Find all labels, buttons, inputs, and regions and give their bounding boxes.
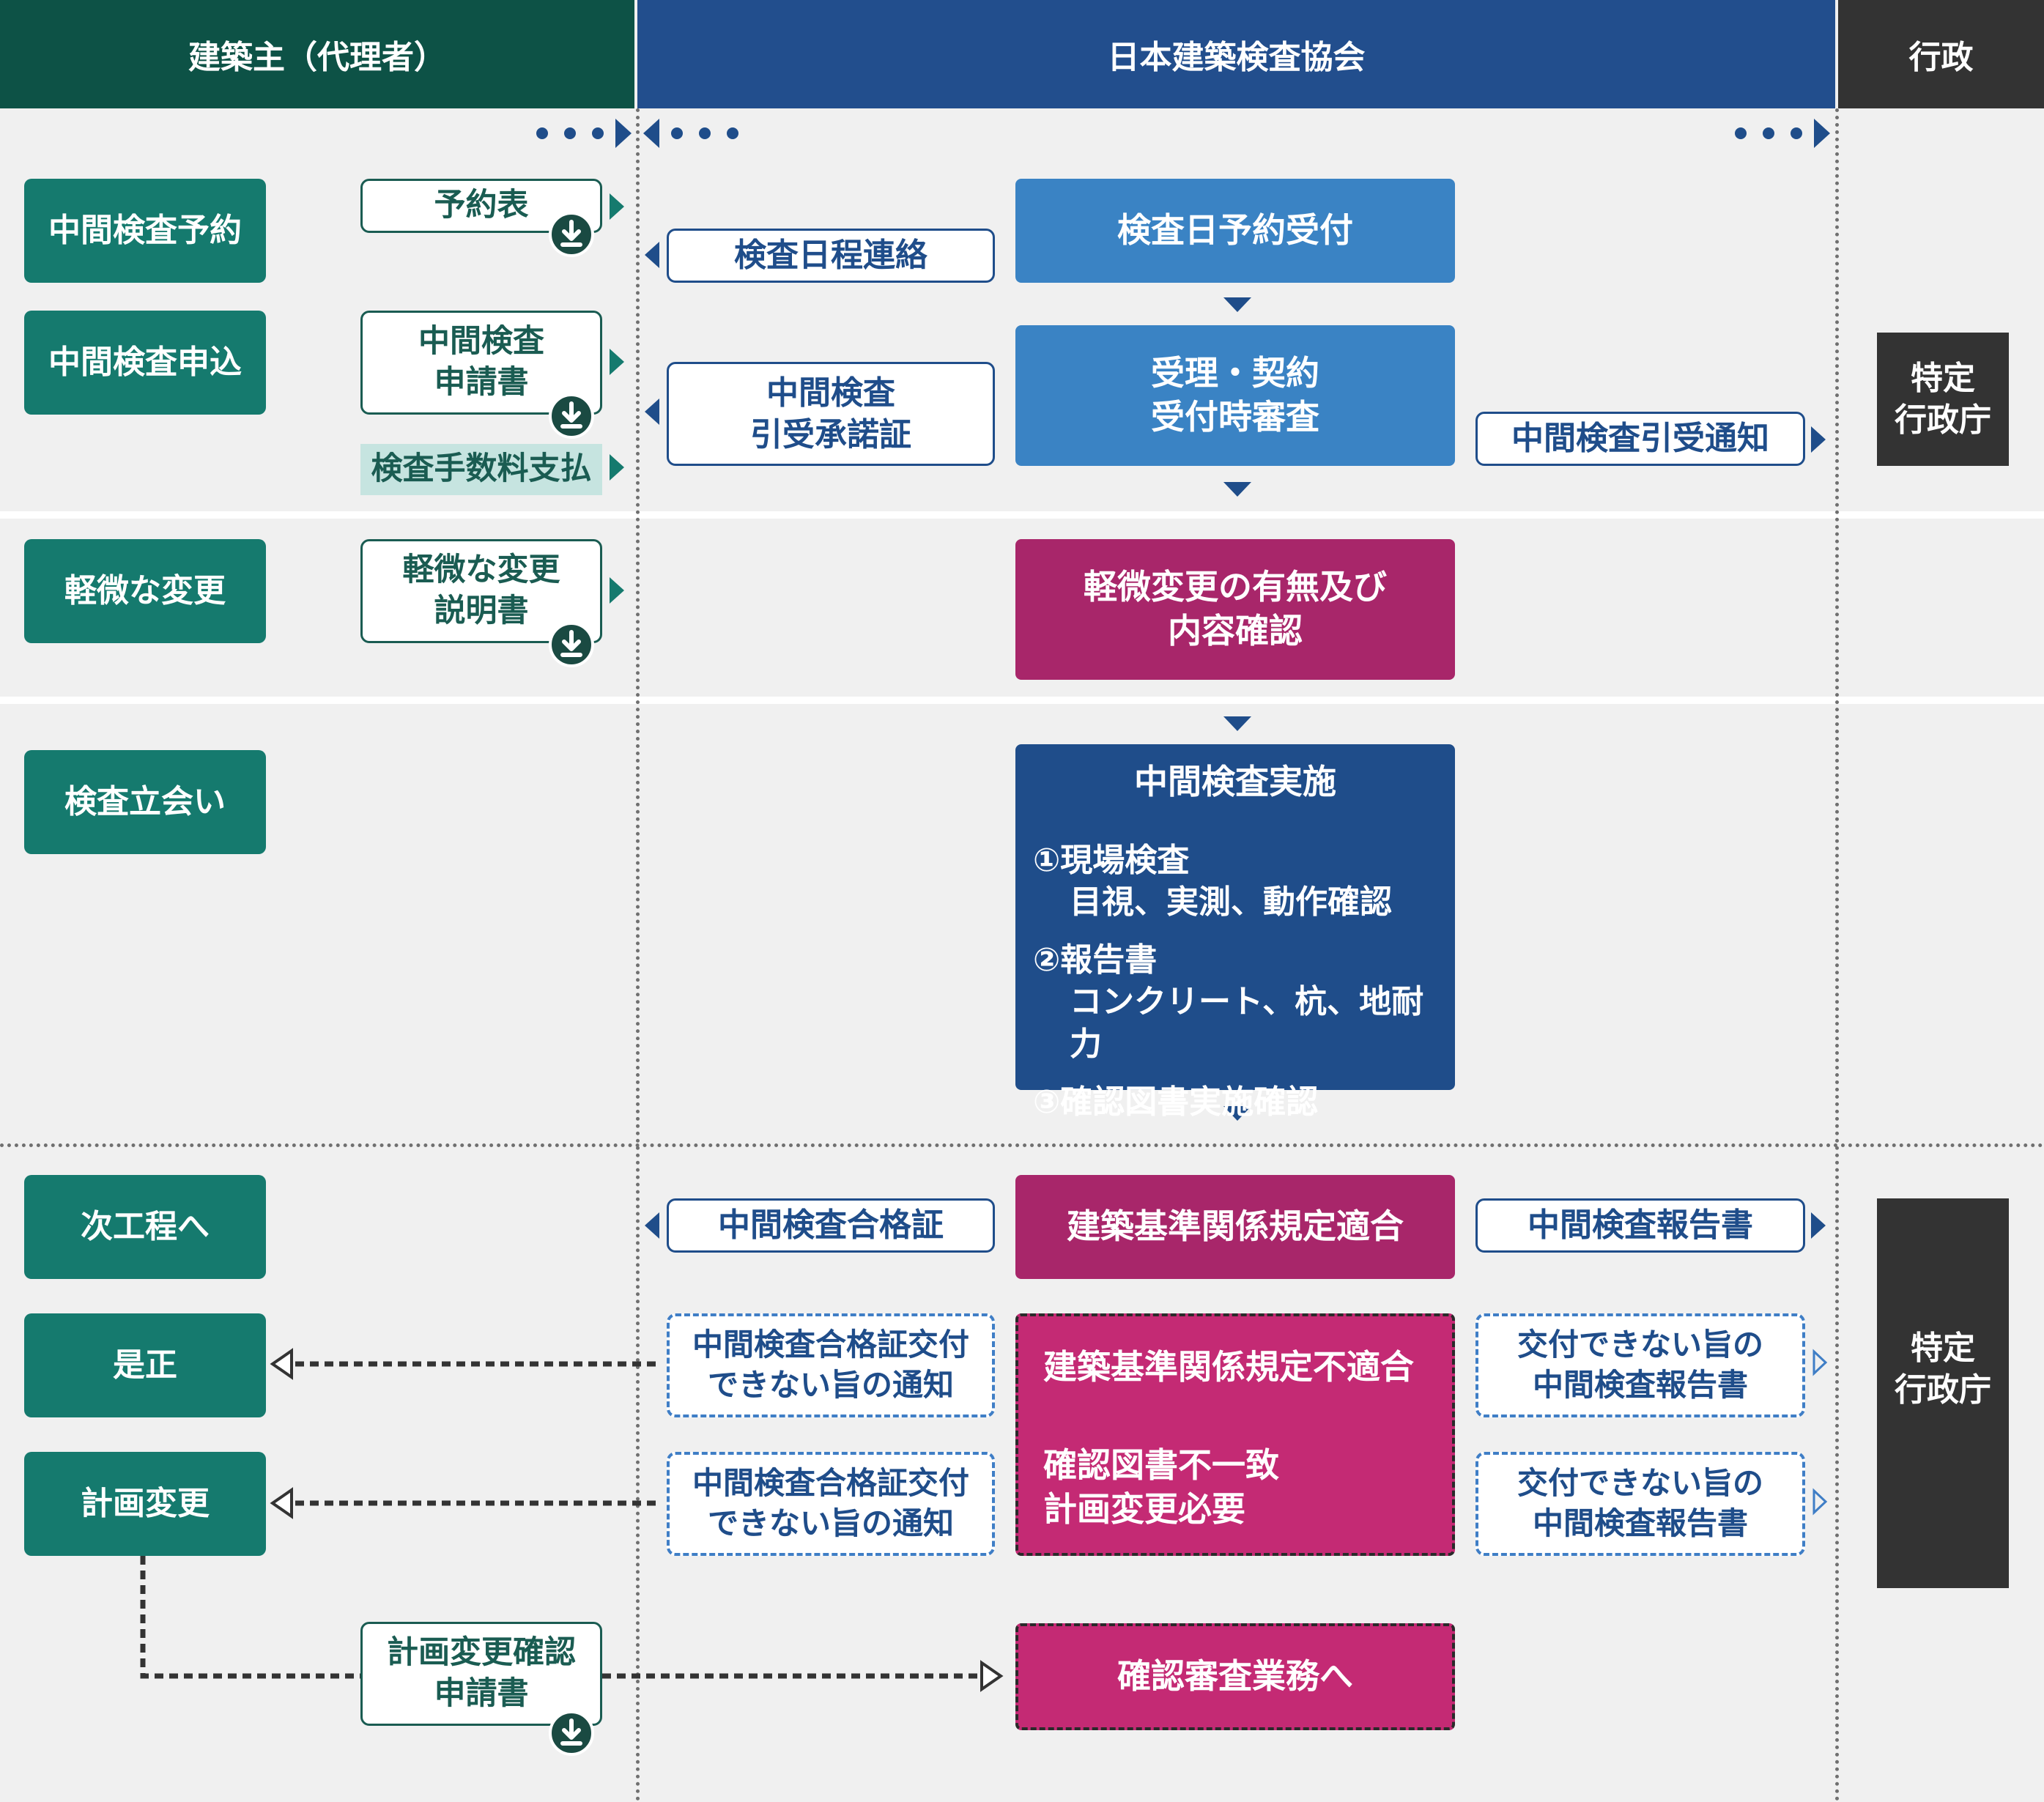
doc-cannot-issue-report-line2: 中間検査報告書	[1532, 1367, 1748, 1403]
doc-minor-change-line2: 説明書	[434, 593, 529, 629]
process-nonconform: 建築基準関係規定不適合 確認図書不一致 計画変更必要	[1015, 1313, 1455, 1556]
actor-correction[interactable]: 是正	[24, 1313, 266, 1417]
actor-reserve[interactable]: 中間検査予約	[24, 179, 266, 283]
doc-cannot-issue-report[interactable]: 交付できない旨の 中間検査報告書	[1475, 1452, 1805, 1556]
process-minor-change-check: 軽微変更の有無及び 内容確認	[1015, 539, 1455, 680]
doc-acceptance-notice[interactable]: 中間検査引受通知	[1475, 412, 1805, 466]
process-item: ③確認図書実施確認	[1033, 1081, 1318, 1123]
process-accept-line2: 受付時審査	[1151, 397, 1319, 437]
doc-plan-change[interactable]: 計画変更確認 申請書	[360, 1622, 602, 1726]
process-minor-check-line1: 軽微変更の有無及び	[1084, 567, 1387, 607]
government-agency-line2: 行政庁	[1895, 401, 1991, 439]
header-association: 日本建築検査協会	[637, 0, 1835, 108]
process-minor-check-line2: 内容確認	[1168, 611, 1303, 650]
process-accept-contract: 受理・契約 受付時審査	[1015, 325, 1455, 466]
header-government: 行政	[1838, 0, 2044, 108]
download-icon[interactable]	[548, 621, 595, 668]
doc-cannot-issue-line1: 中間検査合格証交付	[692, 1465, 969, 1502]
doc-cannot-issue-line1: 中間検査合格証交付	[692, 1327, 969, 1363]
doc-cannot-issue-line2: できない旨の通知	[707, 1367, 954, 1403]
government-agency-line1: 特定	[1911, 1330, 1975, 1367]
doc-reservation-form-label: 予約表	[434, 187, 529, 224]
doc-cannot-issue-report[interactable]: 交付できない旨の 中間検査報告書	[1475, 1313, 1805, 1417]
doc-plan-change-line1: 計画変更確認	[387, 1634, 576, 1672]
doc-cannot-issue-report-line1: 交付できない旨の	[1517, 1327, 1763, 1363]
actor-plan-change[interactable]: 計画変更	[24, 1452, 266, 1556]
header-owner: 建築主（代理者）	[0, 0, 634, 108]
fee-payment-label: 検査手数料支払	[360, 444, 602, 495]
process-item: ①現場検査 目視、実測、動作確認	[1033, 839, 1392, 923]
doc-acceptance-line2: 引受承諾証	[750, 416, 911, 453]
government-agency: 特定 行政庁	[1877, 333, 2009, 466]
process-inspection-implementation: 中間検査実施 ①現場検査 目視、実測、動作確認 ②報告書 コンクリート、杭、地耐…	[1015, 744, 1455, 1121]
government-agency-line1: 特定	[1911, 359, 1975, 397]
process-item: ②報告書 コンクリート、杭、地耐力	[1033, 939, 1437, 1065]
process-item-head: ②報告書	[1033, 941, 1158, 979]
process-to-review: 確認審査業務へ	[1015, 1623, 1455, 1730]
download-icon[interactable]	[548, 1710, 595, 1757]
actor-minor-change[interactable]: 軽微な変更	[24, 539, 266, 643]
doc-cannot-issue-notice[interactable]: 中間検査合格証交付 できない旨の通知	[667, 1452, 995, 1556]
lane-divider-left	[636, 108, 640, 1802]
doc-application-line1: 中間検査	[418, 323, 544, 360]
doc-cannot-issue-report-line2: 中間検査報告書	[1532, 1505, 1748, 1541]
doc-acceptance-certificate[interactable]: 中間検査 引受承諾証	[667, 362, 995, 466]
doc-application-line2: 申請書	[434, 364, 529, 401]
process-nonconform-title: 建築基準関係規定不適合	[1043, 1347, 1414, 1387]
doc-cannot-issue-report-line1: 交付できない旨の	[1517, 1465, 1763, 1502]
download-icon[interactable]	[548, 211, 595, 258]
process-date-reservation: 検査日予約受付	[1015, 179, 1455, 283]
process-item-sub: 目視、実測、動作確認	[1070, 883, 1392, 921]
actor-attend[interactable]: 検査立会い	[24, 750, 266, 854]
process-item-head: ①現場検査	[1033, 841, 1190, 879]
doc-schedule-notice[interactable]: 検査日程連絡	[667, 229, 995, 283]
doc-inspection-report[interactable]: 中間検査報告書	[1475, 1198, 1805, 1253]
section-separator	[0, 511, 2044, 519]
lane-divider-right	[1835, 108, 1839, 1802]
doc-cannot-issue-line2: できない旨の通知	[707, 1505, 954, 1541]
process-mismatch-line1: 確認図書不一致	[1043, 1445, 1279, 1485]
download-icon[interactable]	[548, 393, 595, 440]
government-agency: 特定 行政庁	[1877, 1198, 2009, 1588]
doc-plan-change-line2: 申請書	[434, 1675, 529, 1712]
actor-next-step[interactable]: 次工程へ	[24, 1175, 266, 1279]
government-agency-line2: 行政庁	[1895, 1371, 1991, 1409]
process-implementation-title: 中間検査実施	[1134, 762, 1336, 801]
process-conform: 建築基準関係規定適合	[1015, 1175, 1455, 1279]
doc-pass-certificate[interactable]: 中間検査合格証	[667, 1198, 995, 1253]
process-mismatch-line2: 計画変更必要	[1043, 1488, 1245, 1529]
process-item-head: ③確認図書実施確認	[1033, 1083, 1319, 1121]
actor-apply[interactable]: 中間検査申込	[24, 311, 266, 415]
section-separator	[0, 697, 2044, 704]
doc-minor-change-line1: 軽微な変更	[402, 552, 560, 589]
doc-acceptance-line1: 中間検査	[766, 374, 895, 412]
process-accept-line1: 受理・契約	[1151, 353, 1319, 393]
doc-cannot-issue-notice[interactable]: 中間検査合格証交付 できない旨の通知	[667, 1313, 995, 1417]
process-item-sub: コンクリート、杭、地耐力	[1070, 983, 1424, 1063]
section-divider	[0, 1143, 2044, 1147]
